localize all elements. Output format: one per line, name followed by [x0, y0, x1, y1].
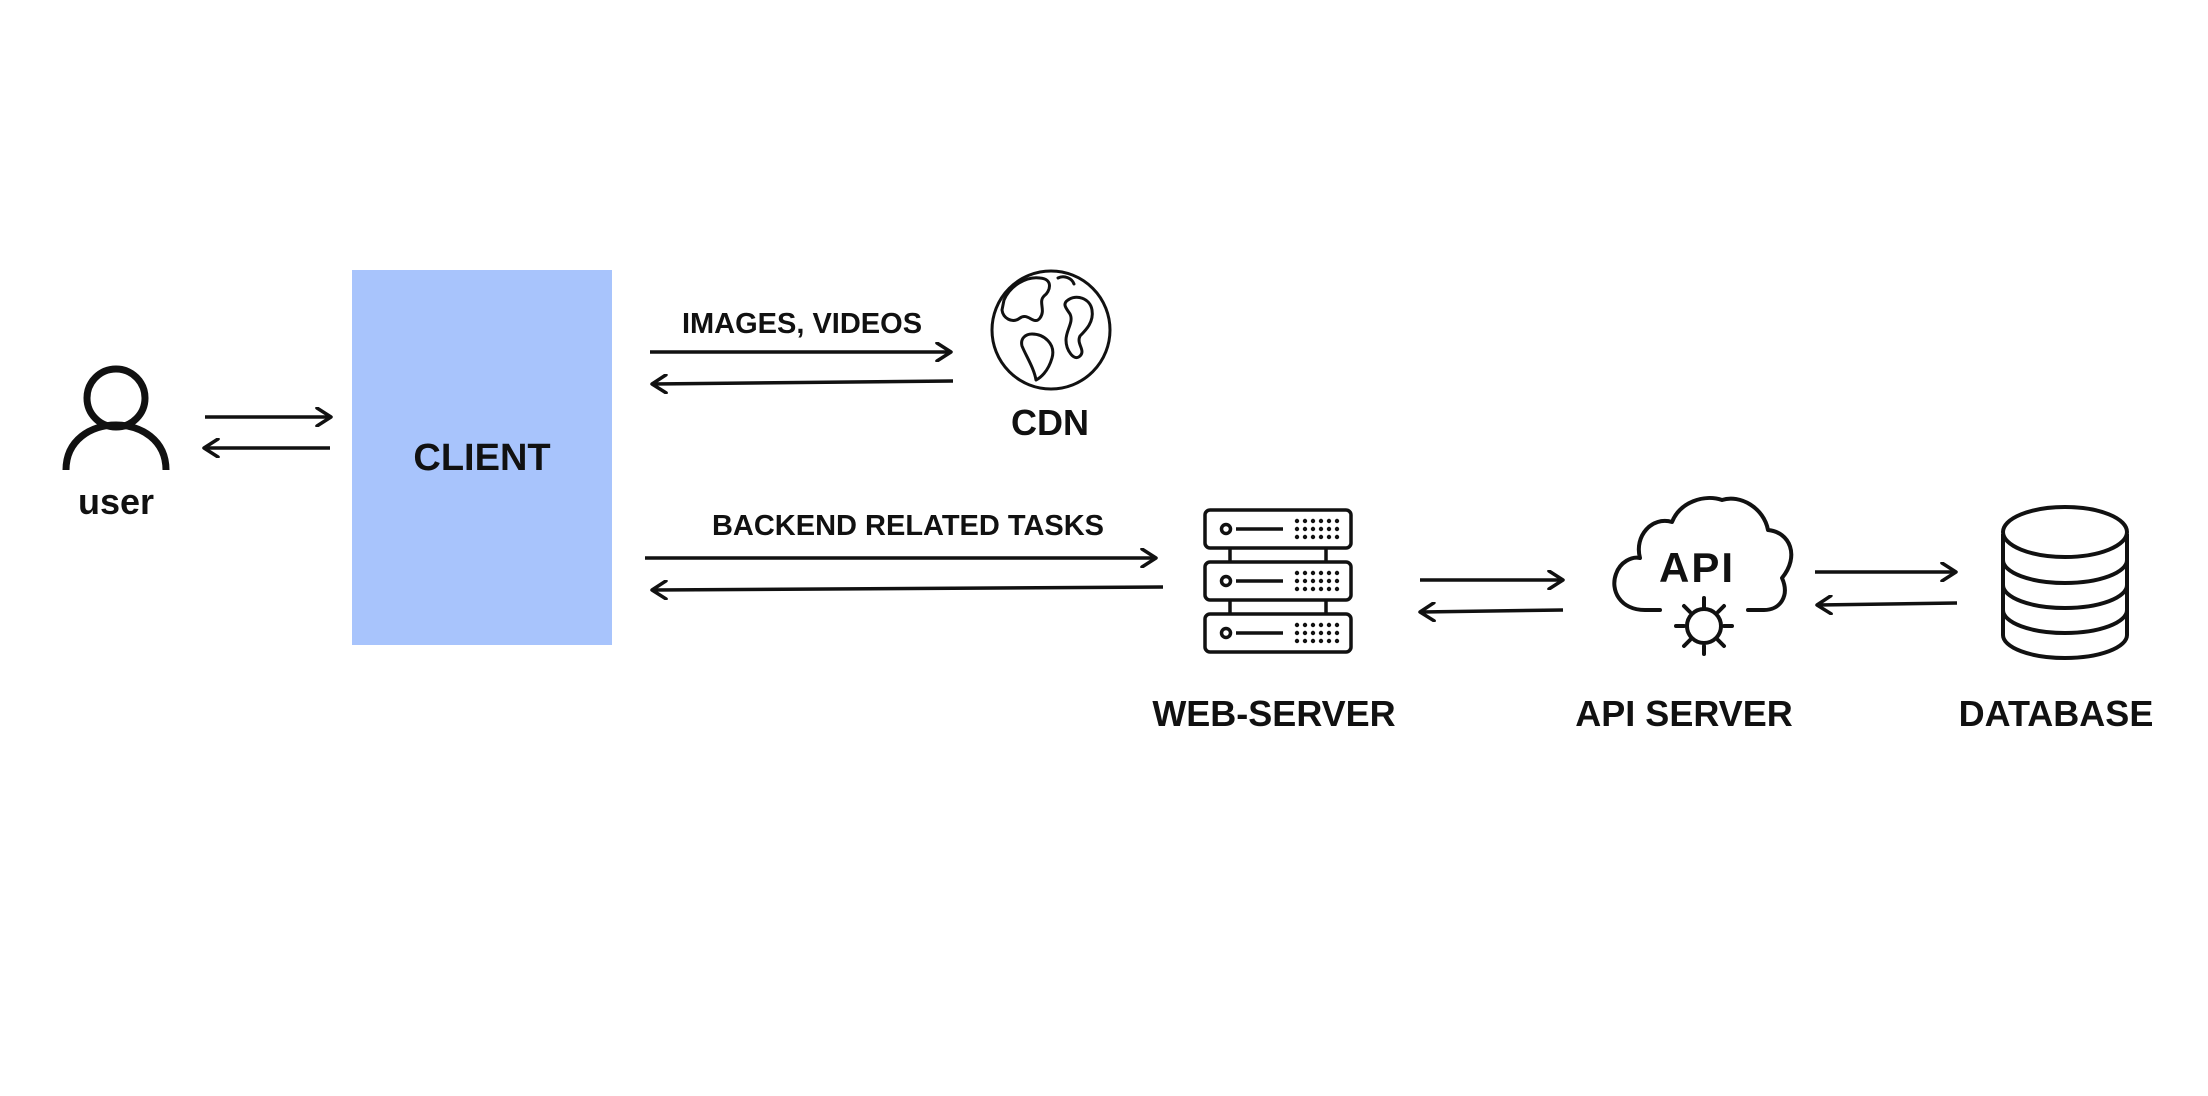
- arrows-client-web: [645, 558, 1164, 590]
- arrow-api-to-web: [1421, 610, 1564, 612]
- arrow-db-to-api: [1818, 603, 1958, 605]
- arrow-web-to-client: [653, 587, 1164, 590]
- arrows-api-db: [1815, 572, 1957, 605]
- globe-icon: [990, 269, 1112, 391]
- client-label: CLIENT: [413, 436, 551, 479]
- user-icon: [62, 365, 170, 471]
- database-label: DATABASE: [1958, 693, 2154, 734]
- api-cloud-gear-icon: API: [1612, 496, 1794, 656]
- api-icon-text: API: [1659, 544, 1735, 591]
- edge-label-backend-tasks: BACKEND RELATED TASKS: [711, 510, 1105, 542]
- arrows-web-api: [1420, 580, 1563, 612]
- arrows-client-cdn: [650, 352, 954, 384]
- database-icon: [2001, 505, 2129, 660]
- user-label: user: [77, 481, 155, 522]
- api-server-label: API SERVER: [1575, 693, 1793, 734]
- server-rack-icon: [1203, 508, 1353, 654]
- web-server-label: WEB-SERVER: [1152, 693, 1396, 734]
- edge-label-images-videos: IMAGES, VIDEOS: [681, 308, 923, 340]
- arrow-cdn-to-client: [653, 381, 954, 384]
- client-box[interactable]: [352, 270, 612, 645]
- client-label-container: CLIENT: [352, 270, 612, 645]
- cdn-label: CDN: [1011, 402, 1089, 443]
- arrows-user-client: [205, 417, 330, 448]
